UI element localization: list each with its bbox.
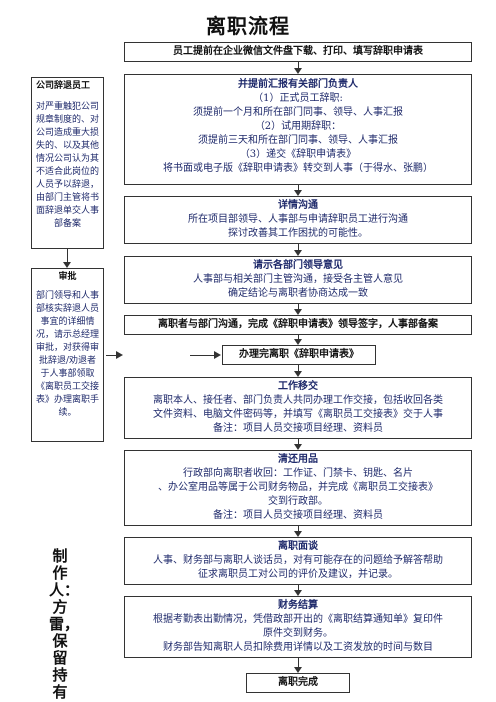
step-line: 人事、财务部与离职人谈话员，对有可能存在的问题给予解答帮助	[153, 555, 443, 566]
step-line: 交到行政部。	[268, 496, 328, 507]
side-note-body: 部门领导和人事部核实辞退人员事宜的详细情况，请示总经理审批，对获得审批辞退/劝退…	[36, 291, 100, 418]
step-line: 财务部告知离职人员扣除费用详情以及工资发放的时间与数目	[163, 642, 433, 653]
step-heading: 详情沟通	[278, 200, 318, 211]
step-line: 须提前一个月和所在部门同事、领导、人事汇报	[193, 107, 403, 118]
step-financial-settlement: 财务结算 根据考勤表出勤情况，凭借政部开出的《离职结算通知单》复印件 原件交到财…	[124, 596, 472, 658]
step-line: 备注：项目人员交接项目经理、资料员	[213, 423, 383, 434]
step-line: （2）试用期辞职：	[254, 121, 342, 132]
side-note-dismissal: 公司辞退员工 对严重触犯公司规章制度的、对公司造成重大损失的、以及其他情况公司认…	[31, 77, 104, 249]
step-heading: 清还用品	[278, 454, 318, 465]
step-heading: 离职完成	[278, 677, 318, 688]
step-heading: 请示各部门领导意见	[253, 260, 343, 271]
step-exit-interview: 离职面谈 人事、财务部与离职人谈话员，对有可能存在的问题给予解答帮助 征求离职员…	[124, 537, 472, 585]
step-line: 将书面或电子版《辞职申请表》转交到人事（于得水、张鹏）	[163, 163, 433, 174]
step-line: （1）正式员工辞职:	[253, 93, 343, 104]
step-work-handover: 工作移交 离职本人、接任者、部门负责人共同办理工作交接，包括收回各类 文件资料、…	[124, 377, 472, 439]
step-line: 文件资料、电脑文件密码等，并填写《离职员工交接表》交于人事	[153, 409, 443, 420]
step-line: 探讨改善其工作困扰的可能性。	[228, 228, 368, 239]
step-return-items: 清还用品 行政部向离职者收回：工作证、门禁卡、钥匙、名片 、办公室用品等属于公司…	[124, 450, 472, 526]
step-line: 人事部与相关部门主管沟通，接受各主管人意见	[193, 274, 403, 285]
step-detailed-communication: 详情沟通 所在项目部领导、人事部与申请辞职员工进行沟通 探讨改善其工作困扰的可能…	[124, 196, 472, 244]
step-resignation-complete: 离职完成	[246, 673, 350, 693]
page-title: 离职流程	[206, 14, 290, 38]
step-form-completed: 办理完离职《辞职申请表》	[222, 345, 376, 365]
step-line: 所在项目部领导、人事部与申请辞职员工进行沟通	[188, 214, 408, 225]
step-heading: 财务结算	[278, 600, 318, 611]
step-line: 须提前三天和所在部门同事、领导、人事汇报	[198, 135, 398, 146]
step-download-form: 员工提前在企业微信文件盘下载、打印、填写辞职申请表	[124, 42, 472, 62]
step-heading: 并提前汇报有关部门负责人	[238, 79, 358, 90]
step-heading: 员工提前在企业微信文件盘下载、打印、填写辞职申请表	[173, 46, 423, 57]
step-heading: 办理完离职《辞职申请表》	[239, 349, 359, 360]
step-sign-and-file: 离职者与部门沟通，完成《辞职申请表》领导签字，人事部备案	[124, 315, 472, 335]
step-line: 离职本人、接任者、部门负责人共同办理工作交接，包括收回各类	[153, 395, 443, 406]
step-line: 备注：项目人员交接项目经理、资料员	[213, 510, 383, 521]
step-line: 根据考勤表出勤情况，凭借政部开出的《离职结算通知单》复印件	[153, 614, 443, 625]
step-line: 、办公室用品等属于公司财务物品，并完成《离职员工交接表》	[158, 482, 438, 493]
side-note-title: 审批	[58, 272, 77, 282]
side-note-approval: 审批 部门领导和人事部核实辞退人员事宜的详细情况，请示总经理审批，对获得审批辞退…	[31, 268, 104, 442]
step-line: 确定结论与离职者协商达成一致	[228, 288, 368, 299]
step-heading: 离职面谈	[278, 541, 318, 552]
step-report-manager: 并提前汇报有关部门负责人 （1）正式员工辞职: 须提前一个月和所在部门同事、领导…	[124, 74, 472, 185]
step-request-opinions: 请示各部门领导意见 人事部与相关部门主管沟通，接受各主管人意见 确定结论与离职者…	[124, 256, 472, 304]
step-heading: 离职者与部门沟通，完成《辞职申请表》领导签字，人事部备案	[158, 319, 438, 330]
step-line: 行政部向离职者收回：工作证、门禁卡、钥匙、名片	[183, 468, 413, 479]
side-note-title: 公司辞退员工	[36, 81, 91, 91]
step-heading: 工作移交	[278, 381, 318, 392]
author-signature: 制作人：方雷，保留持有	[49, 547, 80, 701]
step-line: 原件交到财务。	[263, 628, 333, 639]
step-line: （3）递交《辞职申请表》	[239, 149, 357, 160]
side-note-body: 对严重触犯公司规章制度的、对公司造成重大损失的、以及其他情况公司认为其不适合此岗…	[36, 102, 100, 229]
step-line: 征求离职员工对公司的评价及建议，并记录。	[198, 569, 398, 580]
